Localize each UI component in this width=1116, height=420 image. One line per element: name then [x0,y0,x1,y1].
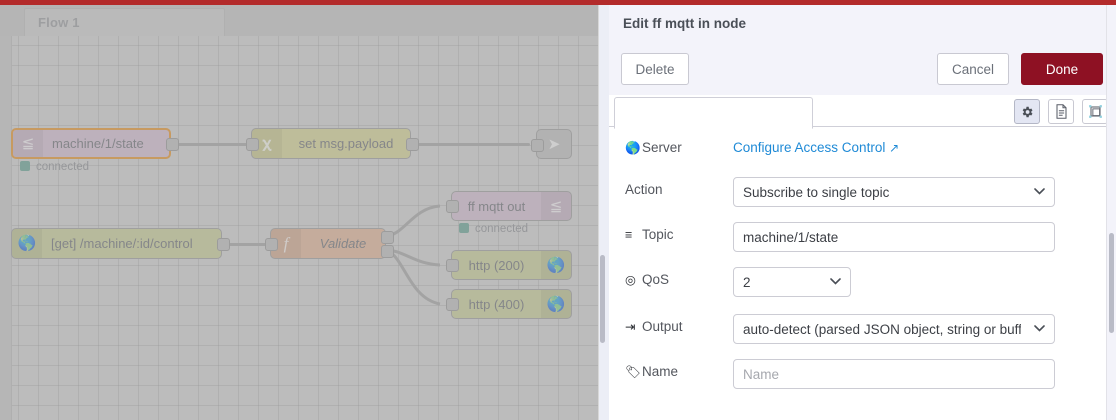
flow-node-mqtt-out[interactable]: ff mqtt out ≦ [451,191,572,221]
gear-icon [1022,106,1033,117]
topic-label: ≡Topic [625,227,674,242]
output-select[interactable]: auto-detect (parsed JSON object, string … [733,314,1055,344]
flow-workspace[interactable]: Flow 1 ≦ machine/1/state [0,5,598,420]
flow-node-http-400-label: http (400) [468,296,525,312]
layout-icon [1088,105,1102,118]
flow-node-http-200[interactable]: http (200) 🌎 [451,250,572,280]
flow-node-change[interactable]: 𝛘 set msg.payload [251,128,411,159]
canvas-left-gutter [0,36,12,420]
flow-node-http-200-label: http (200) [468,257,525,273]
server-label: 🌎Server [625,140,682,155]
mqtt-icon: ≦ [541,192,571,220]
port-in-change[interactable] [246,138,259,151]
flow-node-http-in-label: [get] /machine/:id/control [51,236,193,251]
form-row-action: Action Subscribe to single topic [608,177,1116,207]
flow-canvas[interactable]: ≦ machine/1/state connected 𝛘 set msg.pa… [0,36,598,420]
flow-tab-bar: Flow 1 [0,5,598,38]
port-out-change[interactable] [406,138,419,151]
port-in-http-200[interactable] [446,259,459,272]
tag-icon: 🏷︎ [625,365,641,379]
sign-out-icon: ⇥ [625,320,636,334]
panel-title: Edit ff mqtt in node [623,16,746,31]
port-in-http-response-top[interactable] [531,139,544,152]
action-label: Action [625,182,663,197]
form-row-output: ⇥Output auto-detect (parsed JSON object,… [608,314,1116,344]
flow-node-function[interactable]: f Validate [270,228,386,259]
configure-access-control-link[interactable]: Configure Access Control ↗︎ [733,140,900,155]
cancel-button[interactable]: Cancel [937,53,1009,85]
panel-tab-bar: ⚙ Properties [608,95,1116,129]
delete-button[interactable]: Delete [621,53,689,85]
chevron-down-icon [830,278,841,285]
port-out-http-in[interactable] [217,238,230,251]
panel-scrollbar[interactable] [1106,5,1116,420]
port-out-mqtt-in[interactable] [166,138,179,151]
properties-gear-icon[interactable] [1014,99,1040,124]
flow-node-mqtt-in-status: connected [20,161,89,173]
action-select[interactable]: Subscribe to single topic [733,177,1055,207]
edit-node-panel: Edit ff mqtt in node Delete Cancel Done … [608,5,1116,420]
output-label: ⇥Output [625,319,683,334]
modal-dimmer-overlay [0,5,598,420]
flow-tab-flow-1[interactable] [24,8,225,38]
name-label: 🏷︎Name [625,364,679,379]
workspace-scrollbar-thumb[interactable] [600,255,605,343]
flow-node-function-label: Validate [319,236,367,251]
flow-node-mqtt-out-status: connected [459,223,528,235]
node-properties-form: 🌎Server Configure Access Control ↗︎ Acti… [608,127,1116,420]
document-icon [1055,104,1067,119]
globe-icon: 🌎 [541,251,571,279]
panel-scrollbar-thumb[interactable] [1109,233,1114,333]
form-row-qos: ◎QoS 2 [608,267,1116,297]
flow-node-mqtt-out-label: ff mqtt out [467,198,526,214]
port-in-http-400[interactable] [446,298,459,311]
top-accent-bar [0,0,1116,5]
bullseye-icon: ◎ [625,273,636,287]
workspace-scrollbar[interactable] [598,5,609,420]
flow-node-mqtt-in-label: machine/1/state [52,136,144,151]
chevron-down-icon [1034,325,1045,332]
globe-icon: 🌎 [625,141,641,155]
description-doc-icon[interactable] [1048,99,1074,124]
panel-button-row: Delete Cancel Done [608,43,1116,96]
flow-node-change-label: set msg.payload [298,136,394,151]
change-icon: 𝛘 [252,129,282,158]
form-row-server: 🌎Server Configure Access Control ↗︎ [608,135,1116,165]
flow-tab-label: Flow 1 [38,15,80,30]
name-input-placeholder: Name [743,366,780,382]
qos-label: ◎QoS [625,272,670,287]
port-out-function-2[interactable] [381,245,394,258]
tab-properties[interactable] [614,97,813,129]
mqtt-icon: ≦ [13,130,43,157]
form-row-name: 🏷︎Name Name [608,359,1116,389]
port-in-mqtt-out[interactable] [446,200,459,213]
flow-node-http-in[interactable]: 🌎 [get] /machine/:id/control [11,228,222,259]
wire-mqttin-change [170,143,253,146]
done-button[interactable]: Done [1021,53,1103,85]
port-out-function-1[interactable] [381,231,394,244]
list-icon: ≡ [625,228,633,242]
port-in-function[interactable] [265,238,278,251]
globe-icon: 🌎 [541,290,571,318]
http-response-icon: ➤ [547,135,561,153]
topic-input[interactable]: machine/1/state [733,222,1055,252]
wire-httpin-function [221,243,273,246]
globe-icon: 🌎 [12,229,42,258]
qos-select[interactable]: 2 [733,267,851,297]
wire-change-httpresp [410,143,530,146]
appearance-icon[interactable] [1082,99,1108,124]
flow-node-http-400[interactable]: http (400) 🌎 [451,289,572,319]
name-input[interactable]: Name [733,359,1055,389]
form-row-topic: ≡Topic machine/1/state [608,222,1116,252]
external-link-icon: ↗︎ [889,141,900,155]
panel-header: Edit ff mqtt in node [608,5,1116,44]
chevron-down-icon [1034,188,1045,195]
